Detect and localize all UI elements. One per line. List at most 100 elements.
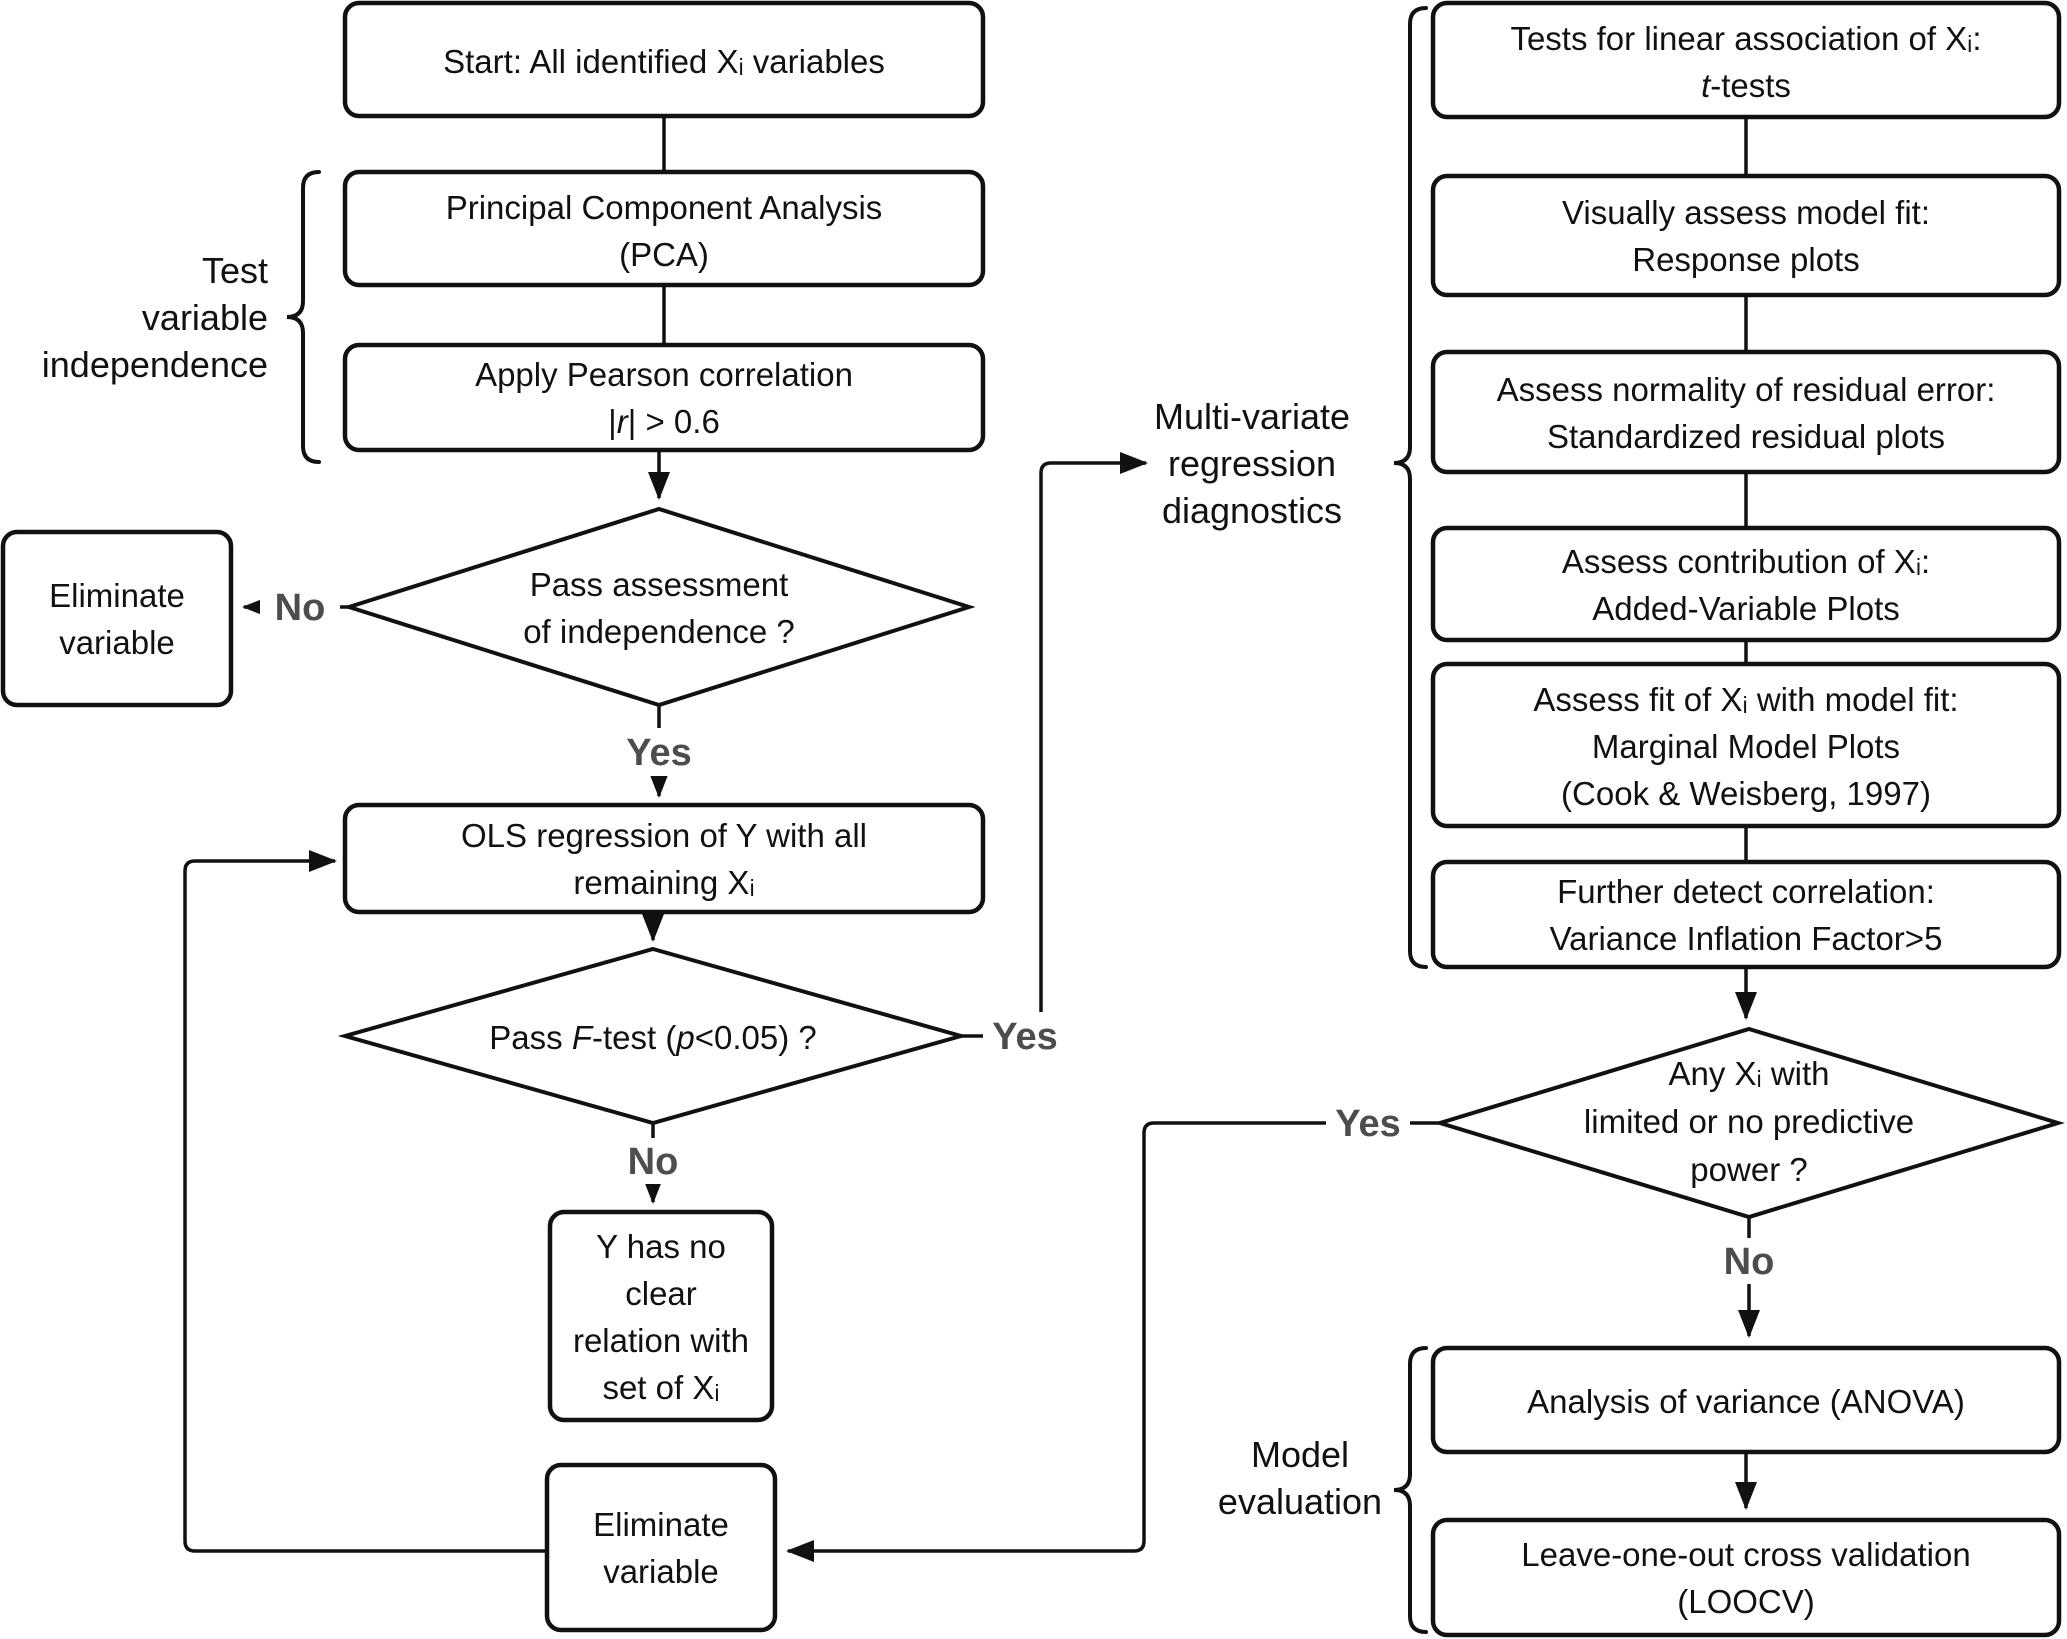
node-independence-decision: Pass assessment of independence ? [342, 506, 976, 708]
ftest-diamond [337, 946, 969, 1126]
no-ftest-label: No [628, 1141, 679, 1183]
yes-predictive-label-mask [1326, 1099, 1410, 1147]
edge-predictive-yes-to-eliminate-bottom [786, 1121, 1440, 1562]
predictive-diamond [1433, 1026, 2065, 1220]
pearson-box-text-line2: |r| > 0.6 [608, 403, 720, 440]
yes-predictive-label: Yes [1335, 1103, 1401, 1145]
vif-box [1430, 859, 2062, 970]
diagnostics-label-line2: regression [1168, 443, 1336, 484]
node-residual-plots: Assess normality of residual error: Stan… [1430, 349, 2062, 475]
evaluation-label-line1: Model [1251, 1434, 1349, 1475]
pearson-box [342, 342, 986, 453]
eliminate-bottom-box [544, 1462, 778, 1633]
node-anova: Analysis of variance (ANOVA) [1430, 1345, 2062, 1455]
eliminate-top-box [0, 529, 234, 708]
label-multivariate-diagnostics: Multi-variate regression diagnostics [1154, 396, 1350, 531]
node-loocv: Leave-one-out cross validation (LOOCV) [1430, 1517, 2062, 1638]
yes-ftest-label-mask [983, 1012, 1067, 1060]
eliminate-top-text-line1: Eliminate [49, 577, 185, 614]
no-ftest-label-mask [617, 1138, 689, 1184]
independence-label-line2: variable [142, 297, 268, 338]
diagnostics-label-line1: Multi-variate [1154, 396, 1350, 437]
start-box-text: Start: All identified Xᵢ variables [443, 43, 885, 80]
independence-diamond-text-line2: of independence ? [523, 613, 795, 650]
edge-eliminate-bottom-to-ols-loop [183, 850, 547, 1553]
marginal-box-text-line3: (Cook & Weisberg, 1997) [1561, 775, 1931, 812]
ols-box [342, 802, 986, 915]
predictive-diamond-text-line1: Any Xᵢ with [1668, 1055, 1829, 1092]
node-predictive-decision: Any Xᵢ with limited or no predictive pow… [1433, 1026, 2065, 1220]
node-vif: Further detect correlation: Variance Inf… [1430, 859, 2062, 970]
loocv-box-text-line2: (LOOCV) [1677, 1583, 1815, 1620]
residual-box-text-line1: Assess normality of residual error: [1497, 371, 1996, 408]
edge-ftest-yes-to-diagnostics [961, 452, 1148, 1038]
ols-box-text-line1: OLS regression of Y with all [461, 817, 867, 854]
contribution-box [1430, 525, 2062, 643]
ols-box-text-line2: remaining Xᵢ [573, 864, 754, 901]
pca-box-text-line1: Principal Component Analysis [446, 189, 883, 226]
residual-box-text-line2: Standardized residual plots [1547, 418, 1945, 455]
response-box [1430, 173, 2062, 298]
no-independence-label-mask [260, 585, 340, 629]
node-pearson: Apply Pearson correlation |r| > 0.6 [342, 342, 986, 453]
loocv-box-text-line1: Leave-one-out cross validation [1521, 1536, 1970, 1573]
eliminate-bottom-text-line2: variable [603, 1553, 719, 1590]
pca-box-text-line2: (PCA) [619, 236, 709, 273]
node-start: Start: All identified Xᵢ variables [342, 0, 986, 119]
yes-ftest-label: Yes [992, 1016, 1058, 1058]
node-eliminate-bottom: Eliminate variable [544, 1462, 778, 1633]
eliminate-bottom-text-line1: Eliminate [593, 1506, 729, 1543]
independence-diamond [342, 506, 976, 708]
response-box-text-line2: Response plots [1632, 241, 1859, 278]
ttests-box-text-line2: t-tests [1701, 67, 1791, 104]
no-relation-text-line2: clear [625, 1275, 697, 1312]
contribution-box-text-line1: Assess contribution of Xᵢ: [1562, 543, 1930, 580]
start-box [342, 0, 986, 119]
no-predictive-label-mask [1713, 1238, 1785, 1284]
predictive-diamond-text-line2: limited or no predictive [1584, 1103, 1914, 1140]
no-relation-text-line1: Y has no [596, 1228, 726, 1265]
ttests-box [1430, 0, 2062, 120]
no-predictive-label: No [1724, 1241, 1775, 1283]
node-marginal-model-plots: Assess fit of Xᵢ with model fit: Margina… [1430, 661, 2062, 829]
diagnostics-label-line3: diagnostics [1162, 490, 1342, 531]
independence-label-line3: independence [42, 344, 268, 385]
loocv-box [1430, 1517, 2062, 1638]
marginal-box [1430, 661, 2062, 829]
anova-box-text: Analysis of variance (ANOVA) [1527, 1383, 1965, 1420]
evaluation-label-line2: evaluation [1218, 1481, 1382, 1522]
brace-multivariate-diagnostics [1393, 6, 1428, 969]
residual-box [1430, 349, 2062, 475]
predictive-diamond-text-line3: power ? [1690, 1151, 1807, 1188]
brace-test-variable-independence [286, 170, 321, 464]
node-ftest-decision: Pass F-test (p<0.05) ? [337, 946, 969, 1126]
node-ols: OLS regression of Y with all remaining X… [342, 802, 986, 915]
no-relation-text-line3: relation with [573, 1322, 749, 1359]
brace-model-evaluation [1393, 1346, 1428, 1634]
vif-box-text-line1: Further detect correlation: [1557, 873, 1935, 910]
response-box-text-line1: Visually assess model fit: [1562, 194, 1930, 231]
no-relation-box [547, 1209, 775, 1423]
marginal-box-text-line1: Assess fit of Xᵢ with model fit: [1533, 681, 1958, 718]
node-response-plots: Visually assess model fit: Response plot… [1430, 173, 2062, 298]
anova-box [1430, 1345, 2062, 1455]
marginal-box-text-line2: Marginal Model Plots [1592, 728, 1900, 765]
node-eliminate-top: Eliminate variable [0, 529, 234, 708]
node-added-variable-plots: Assess contribution of Xᵢ: Added-Variabl… [1430, 525, 2062, 643]
node-no-relation: Y has no clear relation with set of Xᵢ [547, 1209, 775, 1423]
node-pca: Principal Component Analysis (PCA) [342, 169, 986, 288]
independence-label-line1: Test [202, 250, 268, 291]
no-independence-label: No [275, 587, 326, 629]
label-model-evaluation: Model evaluation [1218, 1434, 1382, 1522]
no-relation-text-line4: set of Xᵢ [602, 1369, 719, 1406]
pca-box [342, 169, 986, 288]
eliminate-top-text-line2: variable [59, 624, 175, 661]
pearson-box-text-line1: Apply Pearson correlation [475, 356, 853, 393]
label-test-variable-independence: Test variable independence [42, 250, 268, 385]
independence-diamond-text-line1: Pass assessment [530, 566, 789, 603]
ttests-box-text-line1: Tests for linear association of Xᵢ: [1510, 20, 1981, 57]
node-ttests: Tests for linear association of Xᵢ: t-te… [1430, 0, 2062, 120]
yes-independence-label: Yes [626, 732, 692, 774]
